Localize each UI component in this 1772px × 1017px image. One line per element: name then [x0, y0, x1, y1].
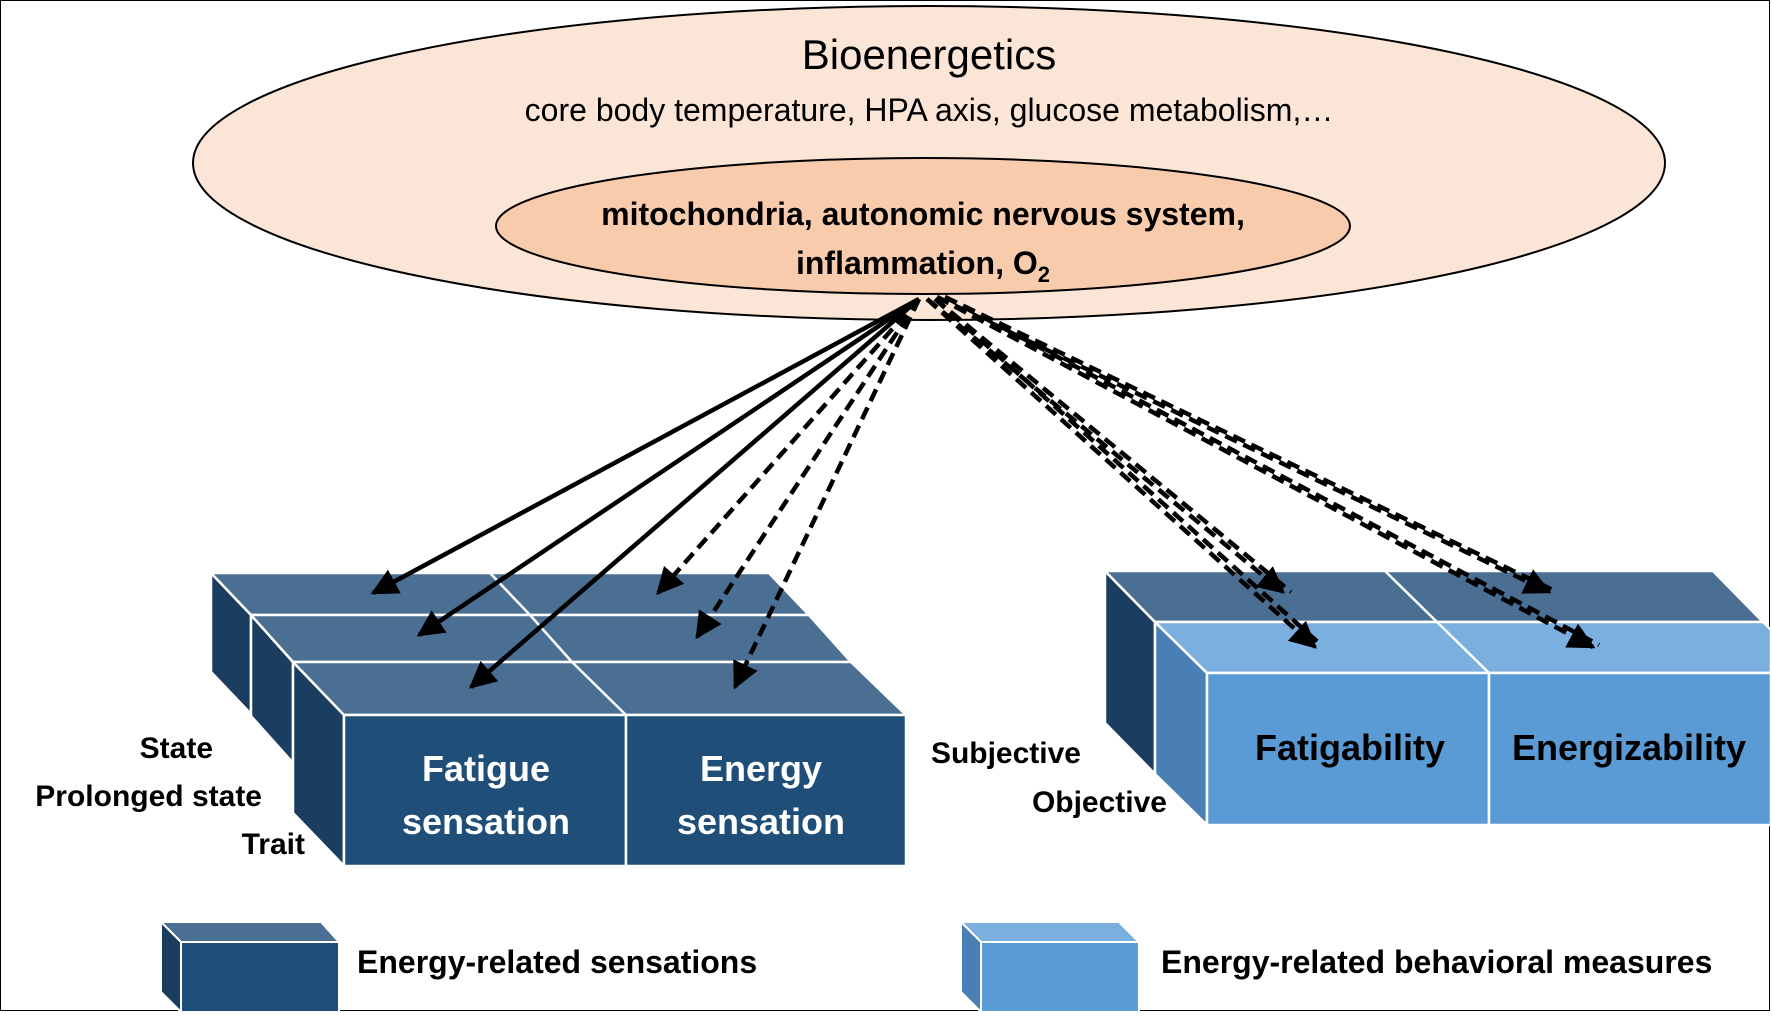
arrow-to-fatigue-trait: [468, 297, 921, 689]
legend-sensations-label: Energy-related sensations: [357, 944, 757, 980]
right-block: [1102, 567, 1772, 828]
fatigability-label: Fatigability: [1255, 727, 1445, 768]
layer-label-state: State: [140, 732, 213, 765]
arrow-to-energy-trait: [732, 298, 922, 690]
legend-sensations-swatch: [158, 919, 342, 1015]
layer-label-objective: Objective: [1032, 786, 1167, 819]
inner-ellipse-line2-text: inflammation, O: [796, 245, 1038, 281]
arrow-to-energizability-subjective-2: [944, 294, 1558, 595]
arrow-to-energizability-objective-2: [943, 295, 1601, 647]
right-block-back-top: [1102, 569, 1766, 624]
layer-label-trait: Trait: [242, 828, 305, 861]
energy-sensation-label-line2: sensation: [677, 801, 845, 842]
energizability-label: Energizability: [1512, 727, 1746, 768]
energizability-face: [1487, 671, 1772, 827]
layer-label-subjective: Subjective: [931, 737, 1081, 770]
arrow-to-energizability-subjective: [936, 294, 1552, 595]
arrow-to-fatigability-objective: [925, 297, 1318, 649]
fatigue-sensation-label-line1: Fatigue: [422, 748, 550, 789]
inner-ellipse-line1: mitochondria, autonomic nervous system,: [601, 196, 1245, 232]
arrows: [370, 294, 1601, 690]
outer-ellipse-title: Bioenergetics: [802, 31, 1056, 78]
inner-ellipse-o2-subscript: 2: [1038, 262, 1050, 287]
legend-behavioral-swatch: [958, 919, 1142, 1015]
arrow-to-energy-prolonged: [695, 297, 921, 640]
outer-ellipse-subtitle: core body temperature, HPA axis, glucose…: [525, 92, 1334, 128]
legend-behavioral-label: Energy-related behavioral measures: [1161, 944, 1712, 980]
fatigue-sensation-label-line2: sensation: [402, 801, 570, 842]
fatigue-sensation-face: [342, 713, 628, 868]
energy-sensation-face: [624, 713, 908, 868]
arrow-to-energizability-objective: [935, 295, 1596, 649]
arrow-to-fatigue-state: [370, 297, 921, 595]
left-block: [208, 569, 910, 870]
arrow-to-energy-state: [656, 297, 921, 596]
fatigability-face: [1205, 671, 1491, 827]
arrow-to-fatigability-objective-2: [933, 297, 1323, 647]
energy-sensation-label-line1: Energy: [700, 748, 822, 789]
arrow-to-fatigability-subjective-2: [933, 297, 1293, 594]
layer-label-prolonged-state: Prolonged state: [35, 780, 262, 813]
arrow-to-fatigability-subjective: [925, 297, 1286, 594]
inner-ellipse-line2: inflammation, O2: [796, 245, 1050, 287]
arrow-to-fatigue-prolonged: [416, 297, 921, 637]
inner-ellipse: [495, 157, 1351, 295]
